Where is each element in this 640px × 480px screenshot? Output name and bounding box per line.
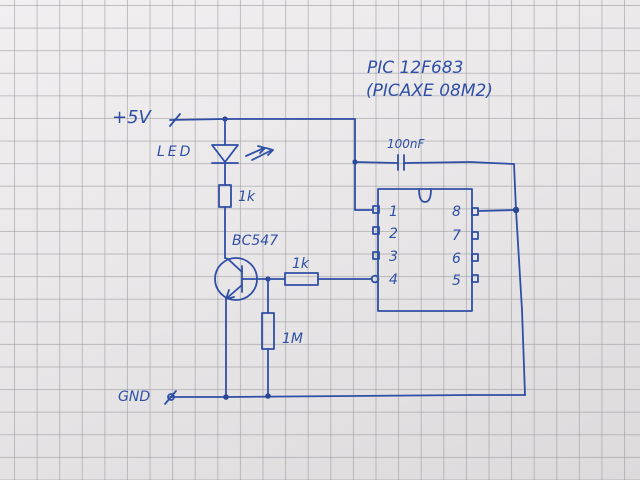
pulldown-resistor: [261, 278, 275, 397]
pin-label-2: 2: [389, 226, 398, 242]
led-symbol: [211, 118, 274, 186]
ic-pin-2: [372, 226, 380, 235]
gnd-label: GND: [118, 389, 150, 405]
pin-label-5: 5: [452, 273, 461, 289]
base-resistor: [265, 272, 373, 286]
gnd-terminal-mark: [164, 390, 177, 405]
gnd-terminal: [167, 393, 175, 401]
pin-label-7: 7: [452, 228, 461, 244]
vcc-terminal-mark: [169, 113, 181, 127]
ic-pin-8: [471, 207, 479, 216]
transistor-label: BC547: [232, 233, 278, 249]
base-resistor-label: 1k: [292, 256, 310, 272]
junction-dot: [223, 394, 229, 400]
ic-notch: [418, 188, 432, 203]
transistor-bc547: [214, 257, 269, 398]
light-emission-arrows-icon: [245, 145, 274, 161]
ic-pin-4: [370, 274, 380, 284]
pin-label-1: 1: [389, 204, 398, 220]
junction-dot: [512, 206, 520, 214]
vcc-rail: [169, 113, 374, 211]
junction-dot: [265, 393, 271, 399]
ic-pin-5: [471, 274, 479, 283]
pin-label-8: 8: [452, 204, 461, 220]
ic-pin-1: [372, 205, 380, 214]
ic-pin-3: [372, 251, 380, 260]
capacitor-100nf: [352, 154, 517, 211]
pulldown-resistor-label: 1M: [282, 331, 303, 347]
pin-label-3: 3: [389, 249, 398, 265]
led-resistor: [218, 184, 232, 259]
vcc-label: +5V: [112, 107, 153, 128]
ic-alias-label: (PICAXE 08M2): [366, 81, 493, 101]
pin-label-4: 4: [389, 272, 398, 288]
ic-pin-7: [471, 231, 479, 240]
ic-pin-6: [471, 253, 479, 262]
gnd-rail: [164, 209, 526, 405]
capacitor-label: 100nF: [387, 137, 426, 151]
led-resistor-label: 1k: [238, 189, 256, 205]
led-label: LED: [157, 144, 193, 160]
ic-pic12f683: 1 2 3 4 8 7 6 5: [370, 188, 520, 312]
ic-part-label: PIC 12F683: [367, 58, 463, 78]
pin-label-6: 6: [452, 251, 461, 267]
